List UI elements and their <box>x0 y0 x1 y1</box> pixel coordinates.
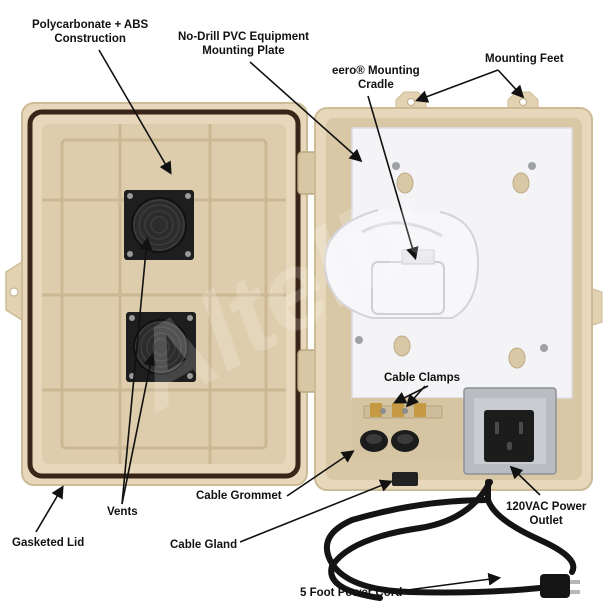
label-line: Cradle <box>357 79 394 91</box>
enclosure-body <box>314 91 603 491</box>
eero-mounting-cradle <box>323 209 480 319</box>
label-cable-gland: Cable Gland <box>170 539 238 551</box>
label-cable-clamps: Cable Clamps <box>384 372 461 384</box>
enclosure-lid <box>5 102 308 486</box>
label-line: Outlet <box>529 515 563 527</box>
label-mounting-plate: No-Drill PVC Equipment Mounting Plate <box>178 30 309 58</box>
label-line: 120VAC Power <box>506 501 587 513</box>
label-line: eero® Mounting <box>332 65 420 77</box>
cable-grommets <box>360 430 419 452</box>
label-polycarbonate-abs: Polycarbonate + ABS Construction <box>32 18 148 46</box>
gasket <box>27 109 301 479</box>
label-eero-cradle: eero® Mounting Cradle <box>332 64 420 92</box>
hinges <box>297 151 319 393</box>
label-line: Mounting Plate <box>202 45 285 57</box>
label-vents: Vents <box>107 506 138 518</box>
power-plug <box>540 574 580 598</box>
vent-fan-upper <box>124 190 194 260</box>
label-line: No-Drill PVC Equipment <box>178 31 309 43</box>
callout-leaders <box>35 49 541 592</box>
label-power-outlet: 120VAC Power Outlet <box>506 500 586 528</box>
label-line: Construction <box>54 33 126 45</box>
label-line: Polycarbonate + ABS <box>32 19 149 31</box>
label-gasketed-lid: Gasketed Lid <box>12 537 85 549</box>
label-power-cord: 5 Foot Power Cord <box>300 587 403 599</box>
label-cable-grommet: Cable Grommet <box>196 490 282 502</box>
cable-gland <box>392 472 418 486</box>
power-outlet <box>463 387 557 475</box>
power-cord <box>323 479 577 601</box>
label-mounting-feet: Mounting Feet <box>485 53 564 65</box>
